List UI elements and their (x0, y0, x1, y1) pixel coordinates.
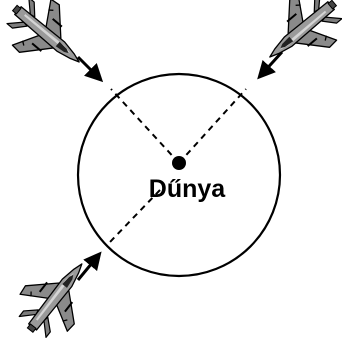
arrow-icon (257, 50, 284, 80)
fighter-jet-icon (248, 0, 342, 82)
center-dot (172, 156, 186, 170)
fighter-jet-icon (4, 243, 108, 350)
center-label: Dűnya (149, 175, 227, 203)
dashed-line-top-left (110, 88, 180, 164)
arrow-icon (76, 55, 104, 83)
dashed-line-bottom-left (108, 189, 161, 244)
fighter-jet-icon (0, 0, 101, 87)
arrow-icon (76, 251, 102, 281)
earth-circle (76, 72, 282, 278)
dashed-line-top-right (178, 88, 247, 164)
